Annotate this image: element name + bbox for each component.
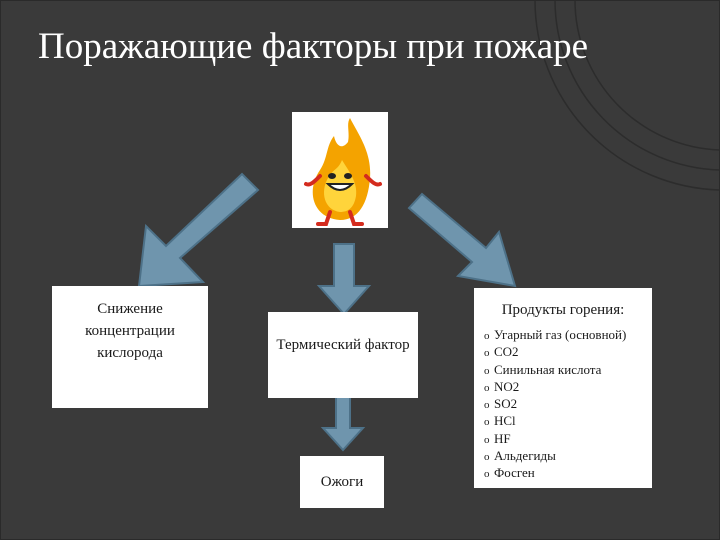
products-heading: Продукты горения:: [501, 302, 625, 318]
flame-image: [292, 112, 388, 228]
slide-title: Поражающие факторы при пожаре: [38, 26, 589, 67]
factor-card-thermal: Термический фактор: [268, 312, 418, 398]
factor-thermal-label: Термический фактор: [276, 337, 410, 353]
bullet-icon: o: [484, 364, 490, 377]
factor-card-oxygen: Снижение концентрации кислорода: [52, 286, 208, 408]
arrow-to-oxygen: [137, 172, 260, 288]
arrow-to-burns: [320, 395, 366, 452]
bullet-icon: o: [484, 381, 490, 394]
bullet-icon: o: [484, 347, 490, 360]
bullet-icon: o: [484, 433, 490, 446]
bullet-icon: o: [484, 416, 490, 429]
factor-card-burns: Ожоги: [300, 456, 384, 508]
bullet-icon: o: [484, 330, 490, 342]
factor-burns-label: Ожоги: [320, 474, 364, 490]
factor-oxygen-label: Снижение концентрации кислорода: [85, 301, 175, 361]
flame-mascot-icon: [304, 118, 382, 226]
arrow-to-products: [407, 192, 517, 288]
arrow-to-thermal: [316, 243, 372, 316]
bullet-icon: o: [484, 468, 490, 481]
bullet-icon: o: [484, 399, 490, 412]
bullet-icon: o: [484, 451, 490, 464]
